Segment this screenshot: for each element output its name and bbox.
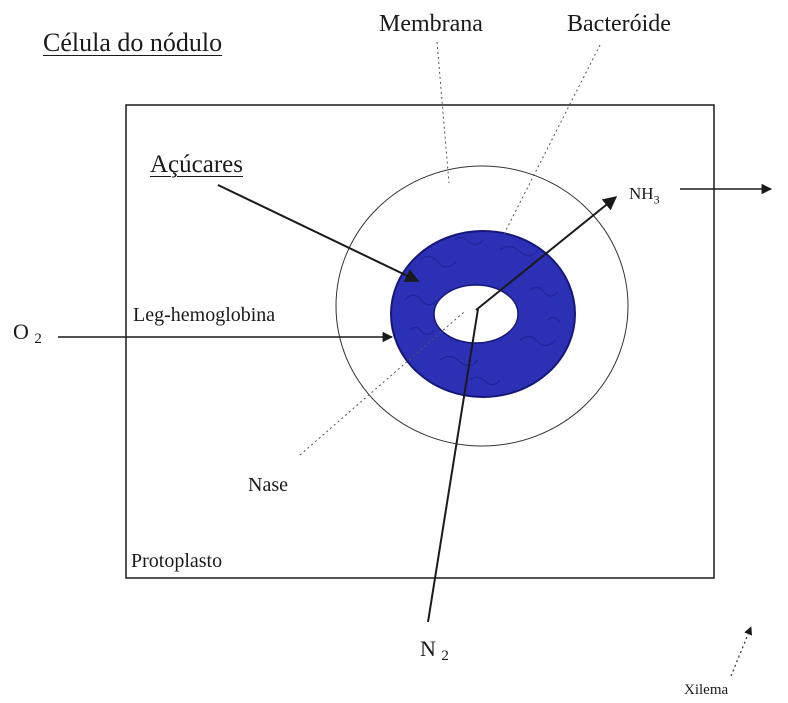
nh3-arrow [475,196,618,311]
xilema-label: Xilema [684,682,729,698]
nh3-label-sub: 3 [653,192,660,207]
bacteroide-pointer [502,44,601,237]
bacteroide-label: Bacteróide [567,11,671,37]
n2-label-sub: 2 [441,648,449,664]
nh3-label-main: NH [629,184,654,203]
n2-label: N 2 [420,636,449,664]
leghemoglobina-label: Leg-hemoglobina [133,304,276,326]
acucares-arrow [217,184,420,282]
nase-pointer [299,311,465,456]
acucares-label: Açúcares [150,151,243,178]
membrana-label: Membrana [379,11,483,37]
diagram-title: Célula do nódulo [43,28,223,57]
o2-label-sub: 2 [34,331,42,347]
protoplasto-label: Protoplasto [131,550,223,572]
o2-label-main: O [13,319,29,344]
o2-label: O 2 [13,319,42,347]
xilema-pointer [730,626,753,677]
protoplast-boundary [125,104,715,579]
n2-line [427,308,479,623]
nh3-label: NH3 [629,185,660,205]
n2-label-main: N [420,636,436,661]
bacteroid-inner-hole [433,284,519,344]
nase-label: Nase [248,474,288,496]
membrane-circle [335,165,629,447]
membrana-pointer [436,41,450,184]
